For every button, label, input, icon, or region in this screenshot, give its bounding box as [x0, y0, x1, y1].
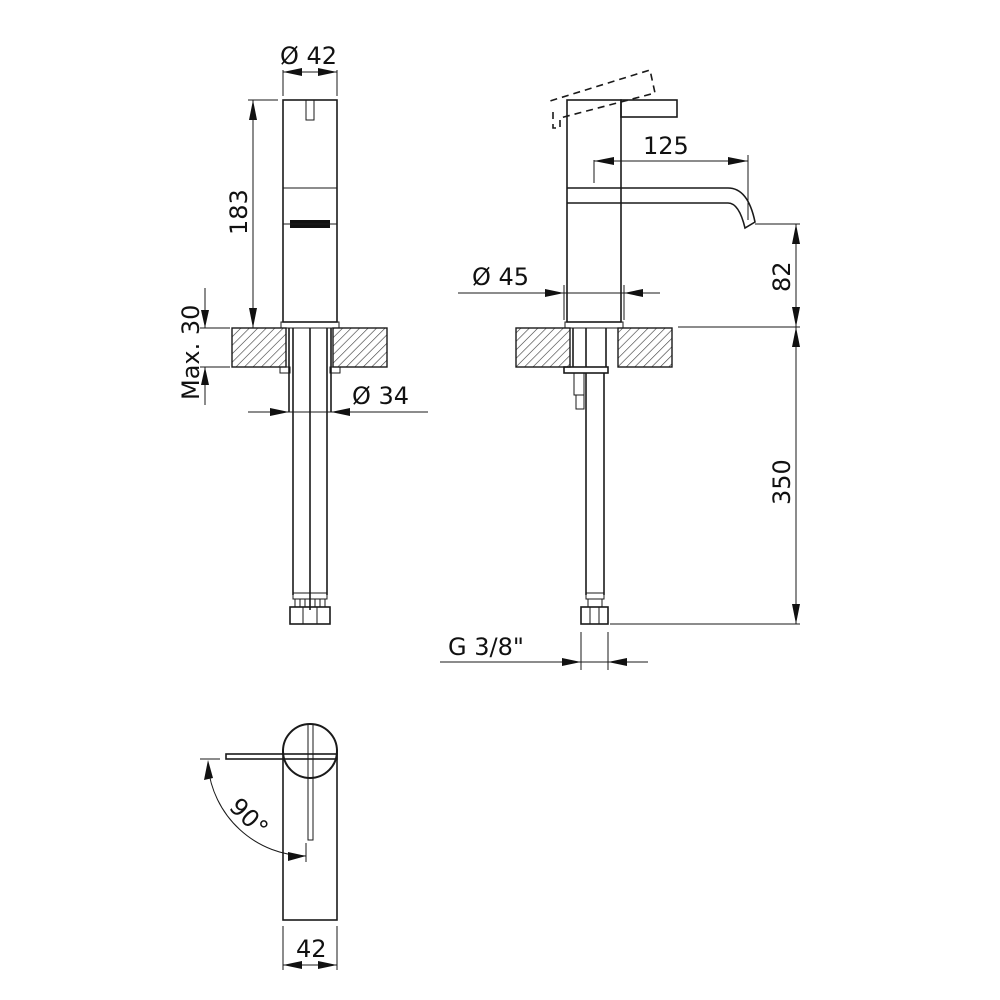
- dim-shank-diameter: Ø 34: [352, 382, 409, 410]
- front-view: Ø 42 183 Max. 30 Ø 34: [177, 42, 428, 625]
- spout: [567, 187, 756, 230]
- dim-base-diameter: Ø 45: [472, 263, 529, 291]
- dim-connection-thread: G 3/8": [448, 633, 524, 661]
- countertop-right: [332, 327, 388, 368]
- lever-handle: [620, 99, 678, 118]
- dim-hose-length: 350: [768, 459, 796, 505]
- countertop-left-side: [515, 327, 571, 368]
- hose-nut-side: [580, 606, 609, 625]
- dim-lever-rotation: 90°: [224, 792, 274, 842]
- hose-nut-front: [289, 606, 331, 625]
- top-lever: [225, 753, 338, 760]
- dim-body-width: 42: [296, 935, 327, 963]
- dim-body-height: 183: [225, 189, 253, 235]
- dim-body-diameter: Ø 42: [280, 42, 337, 70]
- top-view: 90° 42: [200, 723, 338, 970]
- top-cartridge: [282, 723, 338, 779]
- countertop-left: [231, 327, 287, 368]
- side-view: 125 Ø 45 82 350 G 3/8": [440, 68, 800, 670]
- dim-spout-reach: 125: [643, 132, 689, 160]
- side-body: [566, 99, 622, 323]
- lever-slot: [305, 99, 315, 121]
- dim-spout-height: 82: [768, 261, 796, 292]
- countertop-right-side: [617, 327, 673, 368]
- lever-alt-position: [549, 68, 656, 129]
- dim-max-countertop: Max. 30: [177, 305, 205, 400]
- front-body: [282, 99, 338, 323]
